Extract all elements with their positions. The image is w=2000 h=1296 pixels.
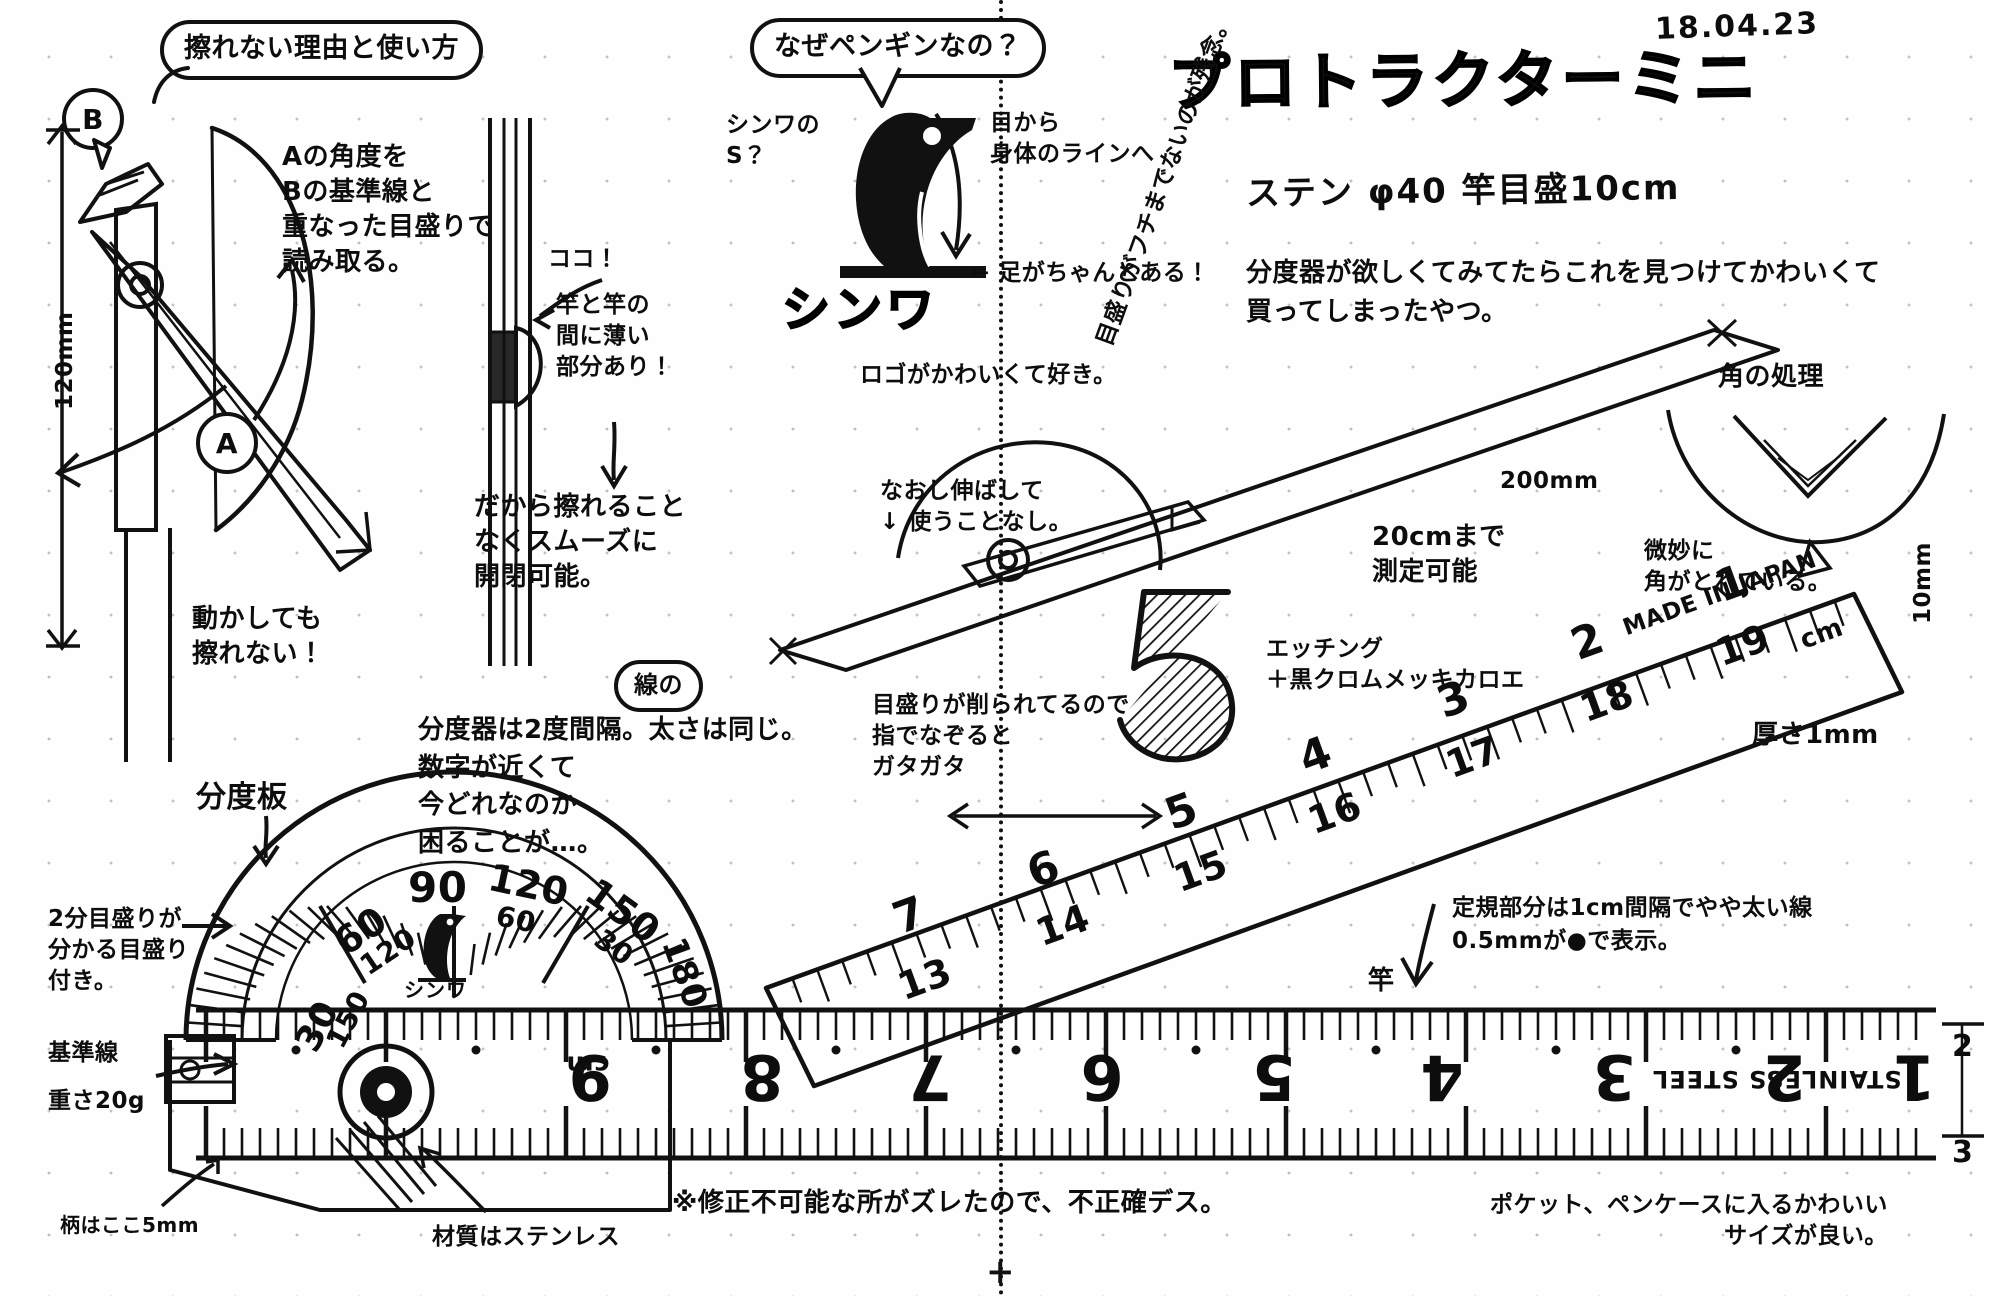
page-subtitle: ステン φ40 竿目盛10cm [1245,167,1681,215]
title-corner-treatment: 角の処理 [1718,362,1825,392]
note-pocket-size: ポケット、ペンケースに入るかわいい サイズが良い。 [1490,1192,1888,1250]
note-eye-to-body: 目から 身体のラインへ [990,110,1155,168]
gap-down-arrow [600,421,628,490]
label-200mm: 200mm [1500,468,1599,494]
note-scale-regret: 目盛りがフチまでないのが残念。 [1091,9,1237,350]
note-inaccuracy: ※修正不可能な所がズレたので、不正確デス。 [672,1188,1227,1218]
edge-calibration-ticks [1942,1022,1984,1138]
callout-a: A [196,412,258,474]
diagram-extended-ruler [768,318,1780,672]
diagram-corner-closeup [1666,409,1946,579]
note-carved-scale: 目盛りが削られてるので 指でなぞると ガタガタ [872,692,1130,781]
callout-b-tail [92,138,112,170]
note-no-rub: 動かしても 擦れない！ [192,604,325,670]
bubble-why-penguin: なぜペンギンなの？ [750,18,1046,78]
baseline-arrow [155,1052,239,1078]
page-title: プロトラクターミニ [1167,40,1761,121]
dimension-120mm: 120mm [52,311,78,410]
bubble-tail-why-no-rub [152,66,190,104]
main-ruler-num-3: 3 [1592,1040,1636,1114]
etched-number-graphic [1117,589,1235,763]
protractor-plate-arrow [252,815,280,868]
main-ruler-num-8: 8 [740,1040,784,1114]
main-ruler-num-7: 7 [908,1040,952,1114]
note-penguin-feet: ← 足がちゃんとある！ [970,260,1210,286]
label-rod: 竿 [1368,966,1395,996]
label-baseline: 基準線 [48,1040,119,1066]
bubble-line-of: 線の [614,660,703,712]
note-material: 材質はステンレス [432,1224,620,1250]
edge-tick-3: 3 [1952,1135,1974,1170]
note-straighten: なおし伸ばして ↓ 使うことなし。 [880,478,1073,536]
note-logo-cute: ロゴがかわいくて好き。 [860,362,1117,388]
eye-to-body-pointer [934,112,972,260]
center-fold-line [999,0,1003,1296]
dial-number-90: 90 [408,863,468,912]
stainless-steel-label: STAINLESS STEEL [1652,1065,1902,1093]
min-scale-arrow [182,912,234,940]
carved-double-arrow [946,802,1164,830]
note-etching: エッチング ＋黒クロムメッキカロエ [1266,636,1525,694]
note-degree-interval: 分度器は2度間隔。太さは同じ。 数字が近くて 今どれなのか 困ることが…。 [418,715,808,859]
label-weight: 重さ20g [48,1088,145,1114]
main-ruler-num-5: 5 [1252,1040,1296,1114]
diagram-rail-gap [488,118,543,666]
ruler-spacing-arrow [1400,903,1436,988]
edge-tick-2: 2 [1952,1029,1974,1064]
note-smooth: だから擦れること なくスムーズに 開閉可能。 [474,492,687,593]
main-ruler-num-4: 4 [1420,1040,1464,1114]
note-ruler-spacing: 定規部分は1cm間隔でやや太い線 0.5mmが●で表示。 [1452,895,1813,955]
note-measure-20cm: 20cmまで 測定可能 [1372,522,1506,588]
note-gap: 竿と竿の 間に薄い 部分あり！ [556,292,674,381]
bubble-why-no-rub: 擦れない理由と使い方 [160,20,483,80]
logo-brand-text: シンワ [781,281,939,339]
note-purchase: 分度器が欲しくてみてたらこれを見つけてかわいくて 買ってしまったやつ。 [1246,258,1881,327]
diagram-main-ruler [196,1007,1936,1161]
note-koko: ココ！ [548,246,619,272]
dial-brand-text: シンワ [404,978,467,1002]
fold-cross-bottom: + [986,1252,1015,1292]
diagram-diagonal-ruler [763,591,1905,1089]
diagram-protractor-side-view [46,123,372,762]
label-protractor-plate: 分度板 [196,780,288,815]
note-min-scale: 2分目盛りが 分かる目盛り 付き。 [48,906,189,995]
note-shinwa-s: シンワの S？ [726,112,820,170]
dial-penguin-icon [418,914,466,982]
main-ruler-num-6: 6 [1080,1040,1124,1114]
note-handle-thickness: 柄はここ5mm [60,1213,200,1237]
main-ruler-cm-label: cm [566,1049,610,1080]
penguin-logo-icon [840,112,986,278]
bubble-tail-why-penguin [858,66,902,108]
handle-thickness-arrow [160,1157,220,1208]
koko-arrow [531,278,603,330]
note-usage: Aの角度を Bの基準線と 重なった目盛りで 読み取る。 [282,142,495,278]
note-corner-rounded: 微妙に 角がとれている。 [1644,538,1832,596]
